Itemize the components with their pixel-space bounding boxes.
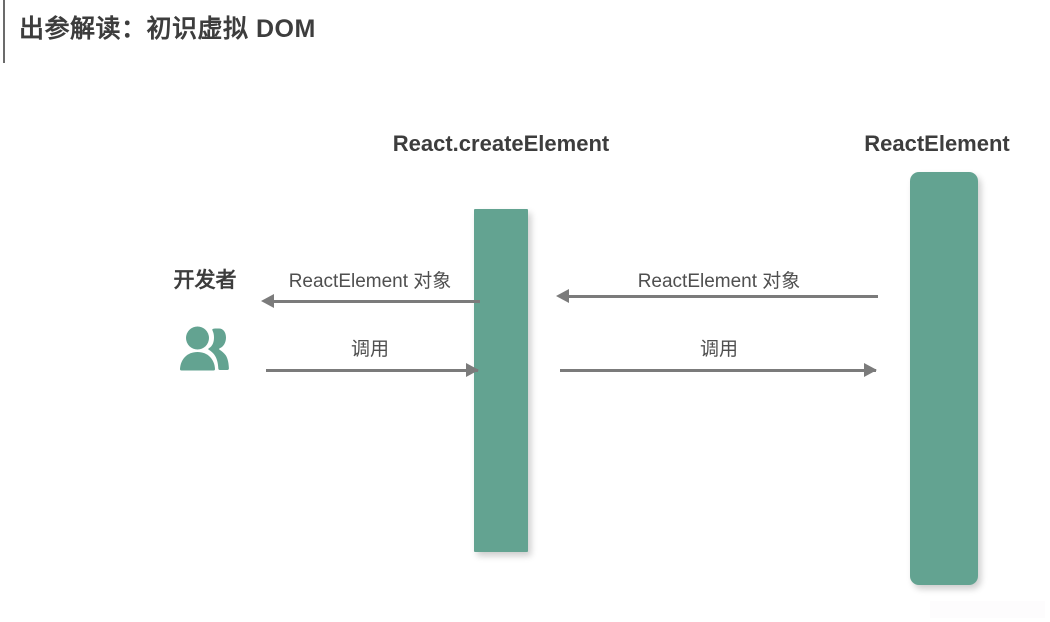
arrow-head-right-icon bbox=[864, 363, 877, 377]
participant-label-developer: 开发者 bbox=[173, 269, 237, 292]
lifeline-bar-react-element bbox=[910, 172, 978, 585]
message-arrow-left-return bbox=[268, 300, 480, 303]
message-label-right-return: ReactElement 对象 bbox=[637, 271, 801, 292]
arrow-head-left-icon bbox=[261, 294, 274, 308]
arrow-head-left-icon bbox=[556, 289, 569, 303]
message-arrow-right-return bbox=[562, 295, 878, 298]
message-label-right-call: 调用 bbox=[699, 339, 738, 360]
title-accent-rule bbox=[3, 0, 5, 63]
message-arrow-right-call bbox=[560, 369, 876, 372]
watermark-patch bbox=[930, 601, 1045, 618]
message-label-left-return: ReactElement 对象 bbox=[288, 271, 452, 292]
arrow-head-right-icon bbox=[466, 363, 479, 377]
users-icon bbox=[172, 316, 238, 382]
message-arrow-left-call bbox=[266, 369, 478, 372]
participant-label-react-create-element: React.createElement bbox=[392, 131, 610, 156]
page-title: 出参解读：初识虚拟 DOM bbox=[19, 15, 316, 43]
lifeline-bar-react-create-element bbox=[474, 209, 528, 552]
message-label-left-call: 调用 bbox=[350, 339, 389, 360]
participant-label-react-element: ReactElement bbox=[864, 131, 1010, 156]
